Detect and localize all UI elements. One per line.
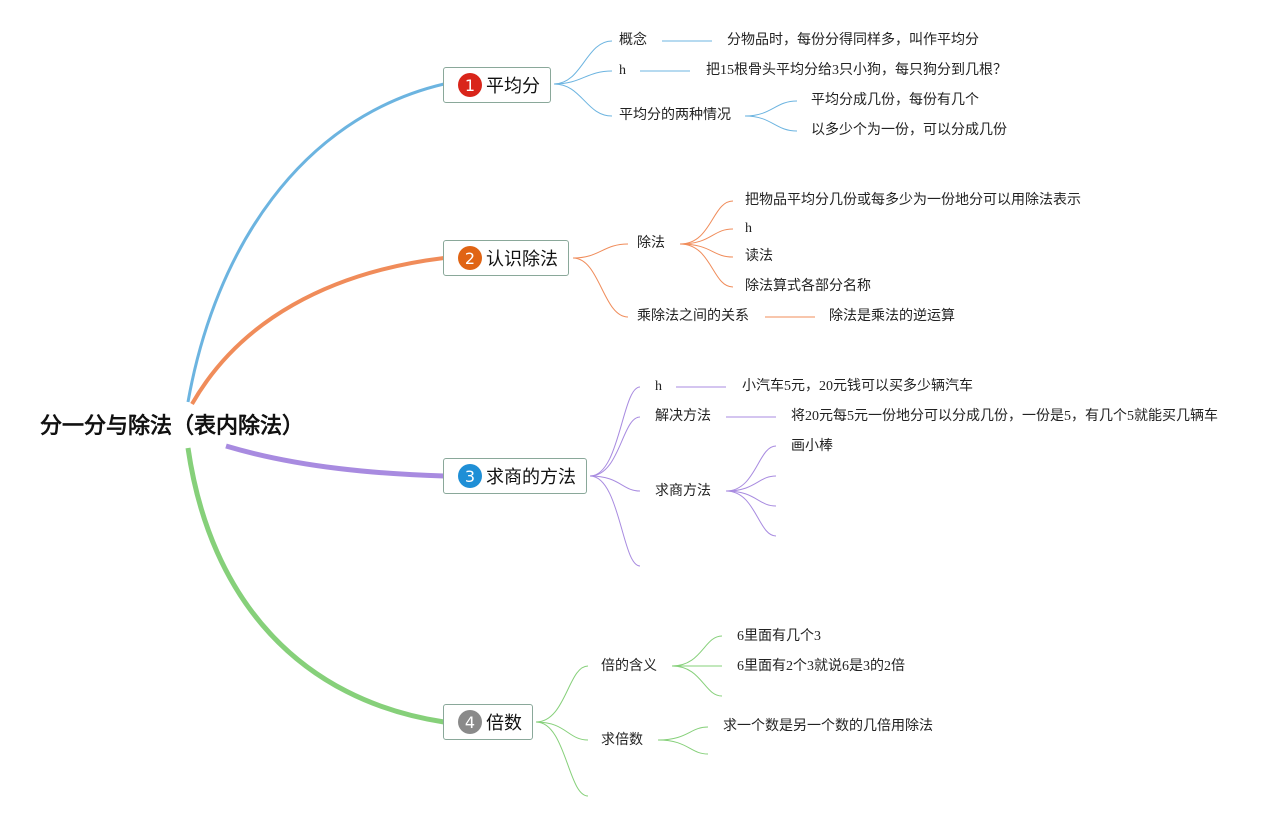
node-division-meaning[interactable]: 把物品平均分几份或每多少为一份地分可以用除法表示 — [745, 193, 1081, 208]
node-car-problem[interactable]: 小汽车5元，20元钱可以买多少辆汽车 — [742, 379, 973, 394]
node-solution[interactable]: 解决方法 — [655, 409, 711, 424]
node-times-meaning[interactable]: 倍的含义 — [601, 659, 657, 674]
node-quotient-method[interactable]: 求商方法 — [655, 484, 711, 499]
number-badge: 2 — [458, 246, 482, 270]
node-find-multiple[interactable]: 求倍数 — [601, 733, 643, 748]
node-multiple-rule[interactable]: 求一个数是另一个数的几倍用除法 — [723, 719, 933, 734]
branch-average-division[interactable]: 1 平均分 — [443, 67, 551, 103]
node-inverse-operation[interactable]: 除法是乘法的逆运算 — [829, 309, 955, 324]
number-badge: 3 — [458, 464, 482, 488]
node-case-two[interactable]: 以多少个为一份，可以分成几份 — [811, 123, 1007, 138]
node-example[interactable]: h — [655, 379, 662, 394]
node-parts-names[interactable]: 除法算式各部分名称 — [745, 279, 871, 294]
node-solution-text[interactable]: 将20元每5元一份地分可以分成几份，一份是5，有几个5就能买几辆车 — [791, 409, 1218, 424]
branch-title: 平均分 — [486, 76, 540, 97]
node-example-text[interactable]: 把15根骨头平均分给3只小狗，每只狗分到几根？ — [706, 63, 1007, 78]
number-badge: 4 — [458, 710, 482, 734]
node-relation[interactable]: 乘除法之间的关系 — [637, 309, 749, 324]
branch-title: 求商的方法 — [486, 467, 576, 488]
branch-know-division[interactable]: 2 认识除法 — [443, 240, 569, 276]
branch-title: 认识除法 — [486, 249, 558, 270]
node-case-one[interactable]: 平均分成几份，每份有几个 — [811, 93, 979, 108]
node-draw-sticks[interactable]: 画小棒 — [791, 439, 833, 454]
node-how-many-threes[interactable]: 6里面有几个3 — [737, 629, 821, 644]
node-division-h[interactable]: h — [745, 221, 752, 236]
branch-title: 倍数 — [486, 713, 522, 734]
node-example[interactable]: h — [619, 63, 626, 78]
root-topic[interactable]: 分一分与除法（表内除法） — [40, 414, 305, 439]
node-concept-definition[interactable]: 分物品时，每份分得同样多，叫作平均分 — [727, 33, 979, 48]
node-twice-example[interactable]: 6里面有2个3就说6是3的2倍 — [737, 659, 905, 674]
node-two-cases[interactable]: 平均分的两种情况 — [619, 108, 731, 123]
branch-quotient-methods[interactable]: 3 求商的方法 — [443, 458, 587, 494]
branch-multiples[interactable]: 4 倍数 — [443, 704, 533, 740]
node-division[interactable]: 除法 — [637, 236, 665, 251]
node-reading[interactable]: 读法 — [745, 249, 773, 264]
number-badge: 1 — [458, 73, 482, 97]
node-concept[interactable]: 概念 — [619, 33, 647, 48]
